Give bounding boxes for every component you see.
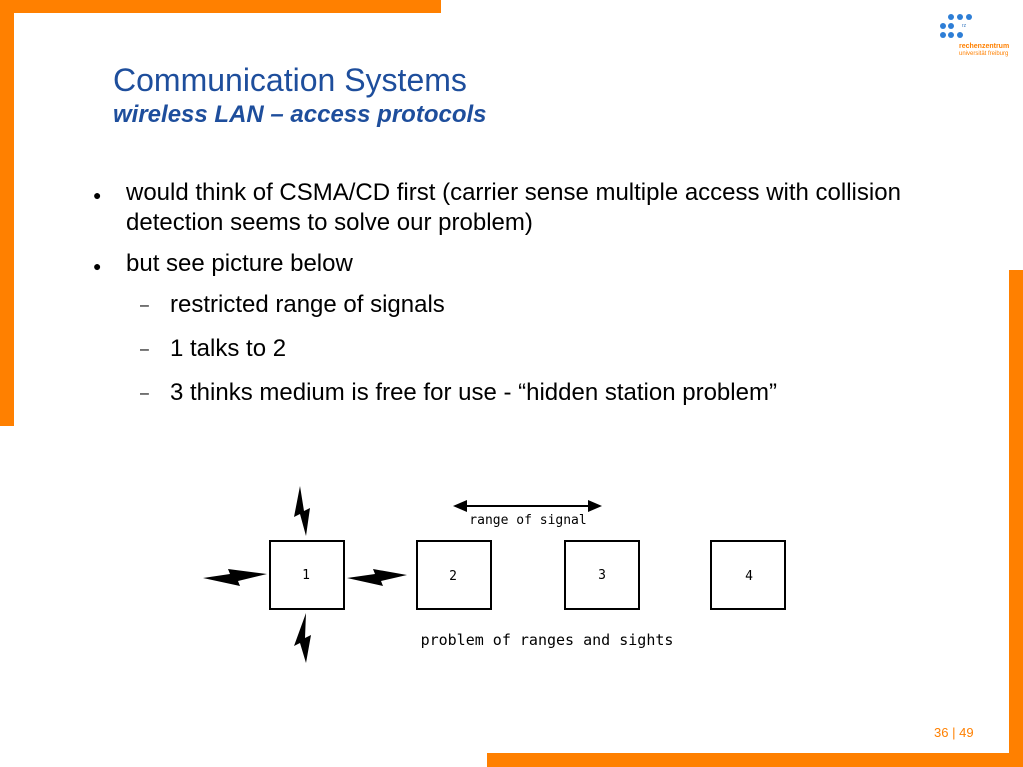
bullet-marker: ●	[93, 187, 102, 203]
station-label: 2	[449, 569, 457, 584]
diagram-caption: problem of ranges and sights	[421, 631, 674, 649]
top-accent-bar	[0, 0, 441, 13]
lightning-down-icon	[294, 613, 311, 663]
station-label: 4	[745, 569, 753, 584]
page-current: 36	[934, 725, 949, 740]
left-accent-bar	[0, 0, 14, 426]
dash-marker: –	[140, 341, 149, 358]
hidden-station-diagram: range of signal 1 2 3 4 problem of range…	[203, 486, 786, 663]
dash-marker: –	[140, 385, 149, 402]
logo-university: universität freiburg	[959, 51, 1009, 57]
slide-title: Communication Systems	[113, 62, 467, 98]
station-label: 1	[302, 568, 310, 583]
sub-bullet-text: restricted range of signals	[170, 291, 445, 318]
slide-subtitle: wireless LAN – access protocols	[113, 101, 487, 128]
bullet-text: but see picture below	[126, 250, 353, 277]
range-label: range of signal	[469, 513, 586, 528]
page-total: 49	[959, 725, 974, 740]
lightning-left-icon	[203, 569, 267, 586]
lightning-up-icon	[294, 486, 310, 536]
dash-marker: –	[140, 297, 149, 314]
logo-name: rechenzentrum	[959, 43, 1010, 50]
bullet-text: would think of CSMA/CD first (carrier se…	[126, 179, 901, 236]
sub-bullet-text: 3 thinks medium is free for use - “hidde…	[170, 379, 777, 406]
bullet-marker: ●	[93, 258, 102, 274]
station-box	[564, 540, 640, 610]
station-box	[416, 540, 492, 610]
bottom-accent-bar	[487, 753, 1023, 767]
page-number: 36 | 49	[934, 725, 974, 740]
university-logo: rz rechenzentrum universität freiburg	[940, 14, 1020, 62]
station-box	[269, 540, 345, 610]
station-label: 3	[598, 568, 606, 583]
sub-bullet-text: 1 talks to 2	[170, 335, 287, 362]
lightning-right-icon	[347, 569, 407, 586]
range-arrow	[453, 500, 602, 512]
right-accent-bar	[1009, 270, 1023, 767]
station-box	[710, 540, 786, 610]
page-separator: |	[952, 725, 956, 740]
logo-tag: rz	[962, 23, 967, 29]
dot-grid-logo-icon	[940, 14, 972, 42]
